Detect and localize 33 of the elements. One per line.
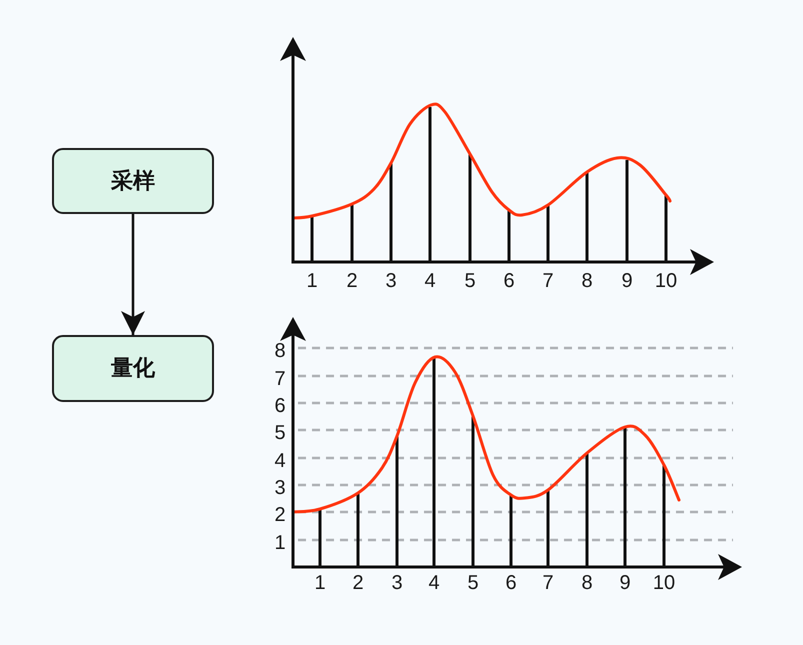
- x-tick-label: 8: [581, 271, 593, 291]
- x-tick-label: 10: [652, 573, 676, 593]
- y-tick-label: 1: [274, 533, 286, 553]
- x-tick-label: 9: [621, 271, 633, 291]
- y-tick-label: 2: [274, 505, 286, 525]
- y-tick-label: 5: [274, 423, 286, 443]
- arrow: [121, 214, 145, 335]
- y-tick-label: 3: [274, 478, 286, 498]
- x-tick-label: 9: [619, 573, 631, 593]
- step-label: 量化: [111, 355, 155, 382]
- x-tick-label: 6: [505, 573, 517, 593]
- y-tick-label: 6: [274, 396, 286, 416]
- x-tick-label: 3: [391, 573, 403, 593]
- y-tick-label: 8: [274, 341, 286, 361]
- y-tick-label: 7: [274, 369, 286, 389]
- x-tick-label: 2: [346, 271, 358, 291]
- x-tick-label: 2: [352, 573, 364, 593]
- x-tick-label: 4: [424, 271, 436, 291]
- process-box: [52, 148, 214, 214]
- process-box: [52, 335, 214, 402]
- x-tick-label: 5: [467, 573, 479, 593]
- x-tick-label: 8: [581, 573, 593, 593]
- x-tick-label: 7: [542, 271, 554, 291]
- x-tick-label: 6: [503, 271, 515, 291]
- step-label: 采样: [111, 168, 155, 194]
- x-tick-label: 3: [385, 271, 397, 291]
- x-tick-label: 5: [464, 271, 476, 291]
- x-tick-label: 4: [428, 573, 440, 593]
- x-tick-label: 1: [306, 271, 318, 291]
- x-tick-label: 7: [542, 573, 554, 593]
- x-tick-label: 10: [654, 271, 678, 291]
- y-tick-label: 4: [274, 451, 286, 471]
- x-tick-label: 1: [314, 573, 326, 593]
